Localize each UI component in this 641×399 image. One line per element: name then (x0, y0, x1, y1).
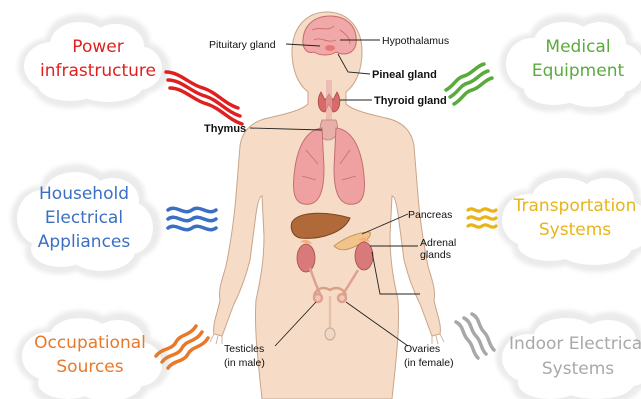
power-label-2: infrastructure (40, 61, 156, 81)
power-wave-icon (166, 72, 242, 124)
label-thyroid-gland: Thyroid gland (374, 95, 447, 107)
medical-wave-icon (446, 64, 492, 104)
indoor-label-2: Systems (542, 359, 614, 379)
household-label-2: Electrical (45, 208, 123, 228)
power-label-1: Power (72, 37, 123, 57)
transport-label-2: Systems (539, 220, 611, 240)
label-pituitary-gland: Pituitary gland (209, 39, 276, 51)
label-ovaries-2: (in female) (404, 357, 454, 369)
label-pineal-gland: Pineal gland (372, 69, 437, 81)
label-thymus: Thymus (204, 123, 246, 135)
indoor-label-1: Indoor Electrical (509, 334, 641, 354)
cloud-occupational (16, 310, 170, 399)
transport-wave-icon (468, 209, 496, 227)
occupational-label-2: Sources (56, 357, 123, 377)
label-ovaries-1: Ovaries (404, 343, 440, 355)
household-label-3: Appliances (38, 232, 131, 252)
brain (303, 16, 356, 55)
medical-label-1: Medical (545, 37, 610, 57)
label-testicles-2: (in male) (224, 357, 265, 369)
label-pancreas: Pancreas (408, 209, 452, 221)
label-adrenal-1: Adrenal (420, 237, 456, 249)
occupational-label-1: Occupational (34, 333, 146, 353)
occupational-wave-icon (156, 326, 208, 368)
transport-label-1: Transportation (513, 196, 637, 216)
label-hypothalamus: Hypothalamus (382, 35, 449, 47)
indoor-wave-icon (456, 314, 494, 358)
label-adrenal-2: glands (420, 249, 451, 261)
cloud-indoor (496, 310, 641, 399)
household-wave-icon (168, 208, 216, 229)
household-label-1: Household (39, 184, 129, 204)
label-testicles-1: Testicles (224, 343, 264, 355)
medical-label-2: Equipment (532, 61, 625, 81)
